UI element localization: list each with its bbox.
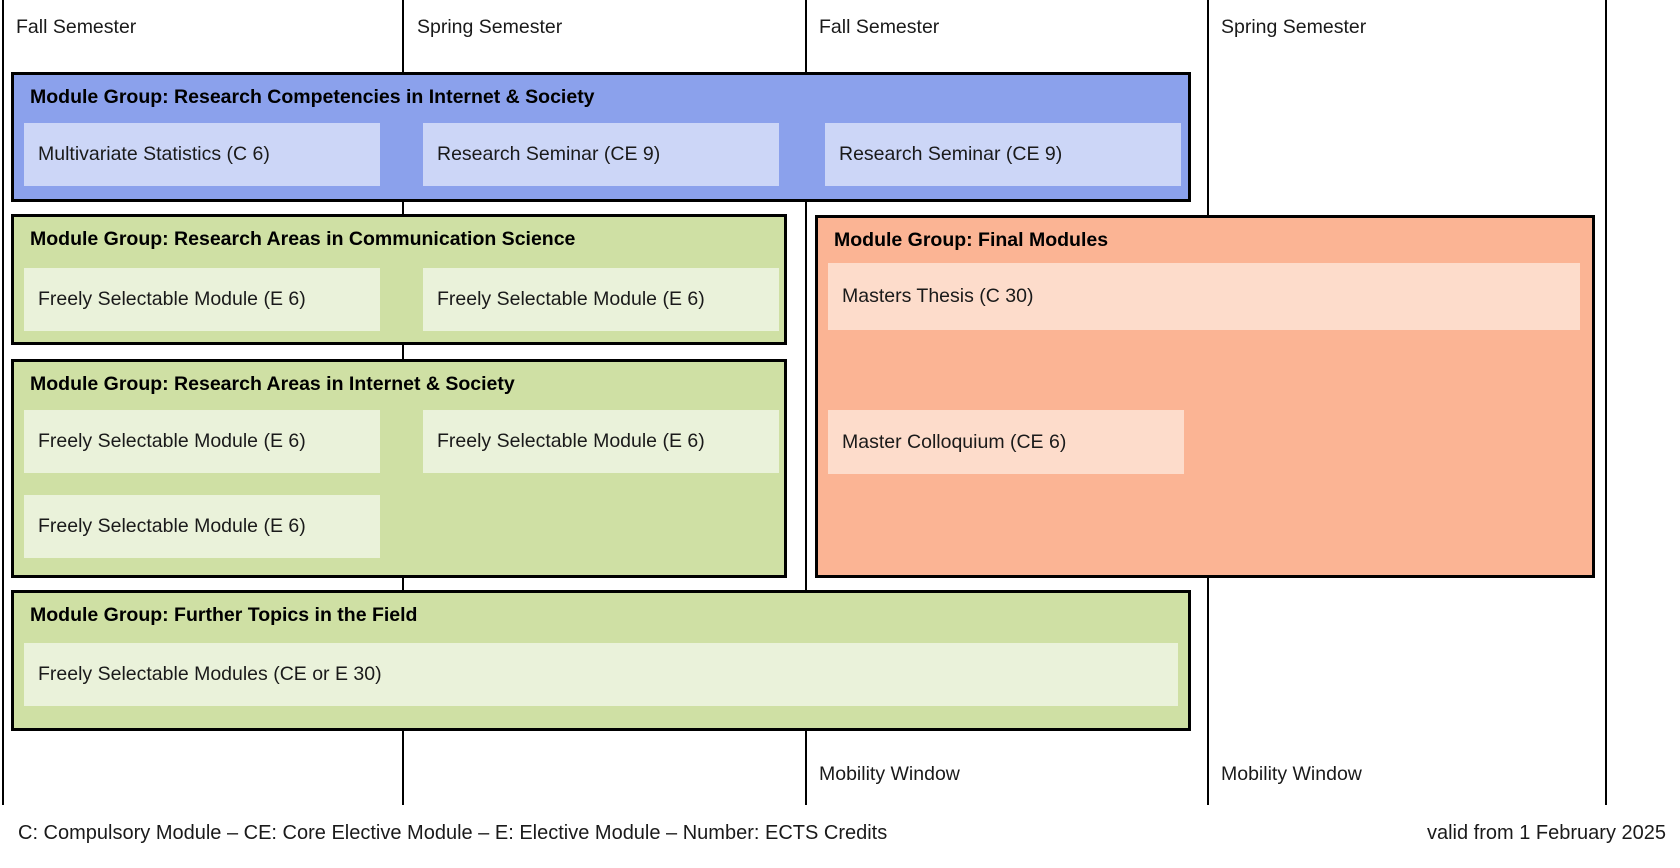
module-freely-selectable-4: Freely Selectable Module (E 6) <box>423 410 779 473</box>
module-group-title: Module Group: Final Modules <box>834 229 1109 251</box>
mobility-window-label-2: Mobility Window <box>1221 763 1362 785</box>
legend-text: C: Compulsory Module – CE: Core Elective… <box>18 822 888 844</box>
module-group-title: Module Group: Research Areas in Internet… <box>30 373 515 395</box>
module-master-colloquium: Master Colloquium (CE 6) <box>828 410 1184 474</box>
module-group-title: Module Group: Further Topics in the Fiel… <box>30 604 418 626</box>
module-multivariate-statistics: Multivariate Statistics (C 6) <box>24 123 380 186</box>
semester-header-fall-1: Fall Semester <box>16 16 137 38</box>
module-group-research-areas-internet-society: Module Group: Research Areas in Internet… <box>11 359 787 578</box>
module-freely-selectable-3: Freely Selectable Module (E 6) <box>24 410 380 473</box>
module-freely-selectable-2: Freely Selectable Module (E 6) <box>423 268 779 331</box>
module-research-seminar-1: Research Seminar (CE 9) <box>423 123 779 186</box>
module-freely-selectable-1: Freely Selectable Module (E 6) <box>24 268 380 331</box>
module-group-research-competencies: Module Group: Research Competencies in I… <box>11 72 1191 202</box>
semester-header-fall-2: Fall Semester <box>819 16 940 38</box>
valid-from-text: valid from 1 February 2025 <box>1426 822 1666 844</box>
module-research-seminar-2: Research Seminar (CE 9) <box>825 123 1181 186</box>
semester-header-spring-1: Spring Semester <box>417 16 563 38</box>
column-divider <box>1605 0 1607 805</box>
module-masters-thesis: Masters Thesis (C 30) <box>828 263 1580 330</box>
module-group-final-modules: Module Group: Final Modules Masters Thes… <box>815 215 1595 578</box>
module-group-title: Module Group: Research Areas in Communic… <box>30 228 576 250</box>
module-freely-selectable-modules: Freely Selectable Modules (CE or E 30) <box>24 643 1178 706</box>
column-divider <box>805 0 807 805</box>
column-divider <box>2 0 4 805</box>
mobility-window-label-1: Mobility Window <box>819 763 960 785</box>
module-group-further-topics: Module Group: Further Topics in the Fiel… <box>11 590 1191 731</box>
module-group-title: Module Group: Research Competencies in I… <box>30 86 595 108</box>
module-freely-selectable-5: Freely Selectable Module (E 6) <box>24 495 380 558</box>
semester-header-spring-2: Spring Semester <box>1221 16 1367 38</box>
module-group-research-areas-communication-science: Module Group: Research Areas in Communic… <box>11 214 787 345</box>
